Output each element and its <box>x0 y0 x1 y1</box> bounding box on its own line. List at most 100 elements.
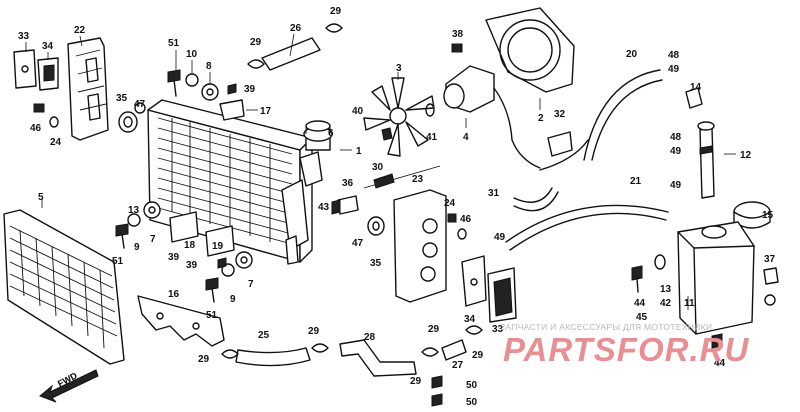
part-band-37 <box>763 267 779 285</box>
part-pipe-27 <box>441 339 467 361</box>
callout-36: 36 <box>342 178 354 189</box>
callout-13: 13 <box>128 205 140 216</box>
callout-10: 10 <box>186 49 198 60</box>
callout-3: 3 <box>396 63 402 74</box>
part-washer-10 <box>185 73 199 87</box>
callout-19: 19 <box>212 241 224 252</box>
callout-8: 8 <box>206 61 212 72</box>
part-hose-28 <box>339 339 417 377</box>
part-bolt-46-b <box>447 213 457 223</box>
callout-46: 46 <box>30 123 42 134</box>
part-bolt-44-b <box>711 333 723 349</box>
callout-6: 6 <box>328 128 334 139</box>
part-bolt-39-top <box>227 83 237 95</box>
callout-5: 5 <box>38 192 44 203</box>
callout-34: 34 <box>464 314 476 325</box>
callout-44: 44 <box>714 358 726 369</box>
callout-43: 43 <box>318 202 330 213</box>
part-washer-41 <box>425 103 435 117</box>
callout-48: 48 <box>668 50 680 61</box>
part-bolt-51-top <box>167 69 181 97</box>
part-bracket-19 <box>205 225 235 257</box>
part-fan-3 <box>363 77 435 157</box>
callout-24: 24 <box>50 137 62 148</box>
callout-12: 12 <box>740 150 752 161</box>
part-bolt-51-b <box>115 223 129 249</box>
callout-20: 20 <box>626 49 638 60</box>
callout-33: 33 <box>18 31 30 42</box>
callout-49: 49 <box>494 232 506 243</box>
callout-28: 28 <box>364 332 376 343</box>
part-hose-25 <box>235 347 311 367</box>
callout-47: 47 <box>134 99 146 110</box>
part-fan-shroud-2 <box>485 7 575 93</box>
part-collar-13 <box>654 254 666 270</box>
callout-41: 41 <box>426 132 438 143</box>
callouts: 33 34 22 35 47 46 24 51 10 8 39 17 29 26… <box>18 6 776 408</box>
callout-24: 24 <box>444 198 456 209</box>
part-hose-21 <box>505 204 669 251</box>
part-hose-31 <box>513 139 589 212</box>
part-clamp-29-f <box>465 325 483 335</box>
part-rubber-pad-33-b <box>487 267 517 323</box>
part-bolt-39-b <box>217 257 227 269</box>
callout-39: 39 <box>186 260 198 271</box>
part-screw-38 <box>451 43 463 53</box>
callout-4: 4 <box>463 132 469 143</box>
callout-9: 9 <box>134 242 140 253</box>
part-damper-7 <box>143 201 161 219</box>
part-bracket-17 <box>219 99 245 121</box>
part-clamp-29-a <box>247 59 265 69</box>
callout-37: 37 <box>764 254 776 265</box>
part-rubber-pad-33 <box>13 49 37 89</box>
callout-15: 15 <box>762 210 774 221</box>
callout-23: 23 <box>412 174 424 185</box>
part-bolt-46 <box>33 103 45 113</box>
callout-47: 47 <box>352 238 364 249</box>
fwd-arrow-icon <box>39 369 99 403</box>
part-bracket-18 <box>169 211 199 243</box>
part-bolt-50-b <box>431 393 443 407</box>
part-bolt-50-a <box>431 375 443 389</box>
callout-44: 44 <box>634 298 646 309</box>
callout-49: 49 <box>670 146 682 157</box>
callout-29: 29 <box>198 354 210 365</box>
part-clamp-29-c <box>221 349 239 359</box>
part-collar-47 <box>134 102 146 114</box>
callout-11: 11 <box>684 298 695 309</box>
callout-13: 13 <box>660 284 672 295</box>
part-grommet-35 <box>118 111 138 133</box>
part-grille-5 <box>3 209 125 365</box>
callout-38: 38 <box>452 29 464 40</box>
callout-51: 51 <box>112 256 124 267</box>
callout-29: 29 <box>330 6 342 17</box>
leader-lines <box>25 33 736 310</box>
callout-29: 29 <box>410 376 422 387</box>
callout-46: 46 <box>460 214 472 225</box>
part-clamp-29-d <box>311 343 329 353</box>
callout-35: 35 <box>370 258 382 269</box>
callout-1: 1 <box>356 146 362 157</box>
part-thermo-switch-36 <box>331 195 359 215</box>
callout-30: 30 <box>372 162 384 173</box>
callout-29: 29 <box>308 326 320 337</box>
part-hose-20 <box>583 69 663 161</box>
callout-18: 18 <box>184 240 196 251</box>
watermark-logo: PARTSFOR.RU <box>503 331 750 368</box>
callout-7: 7 <box>150 234 156 245</box>
callout-50: 50 <box>466 397 478 408</box>
part-clamp-29-b <box>325 23 343 33</box>
callout-29: 29 <box>472 350 484 361</box>
part-reserve-tank-11 <box>677 221 755 335</box>
callout-49: 49 <box>668 64 680 75</box>
callout-50: 50 <box>466 380 478 391</box>
watermark-caption: ЗАПЧАСТИ И АКСЕССУАРЫ ДЛЯ МОТОТЕХНИКИ <box>500 322 713 332</box>
callout-14: 14 <box>690 82 702 93</box>
callout-51: 51 <box>206 310 218 321</box>
part-hose-26 <box>261 37 321 71</box>
part-nut-40 <box>381 127 393 141</box>
part-collar-13-b <box>764 294 776 306</box>
callout-49: 49 <box>670 180 682 191</box>
callout-35: 35 <box>116 93 128 104</box>
